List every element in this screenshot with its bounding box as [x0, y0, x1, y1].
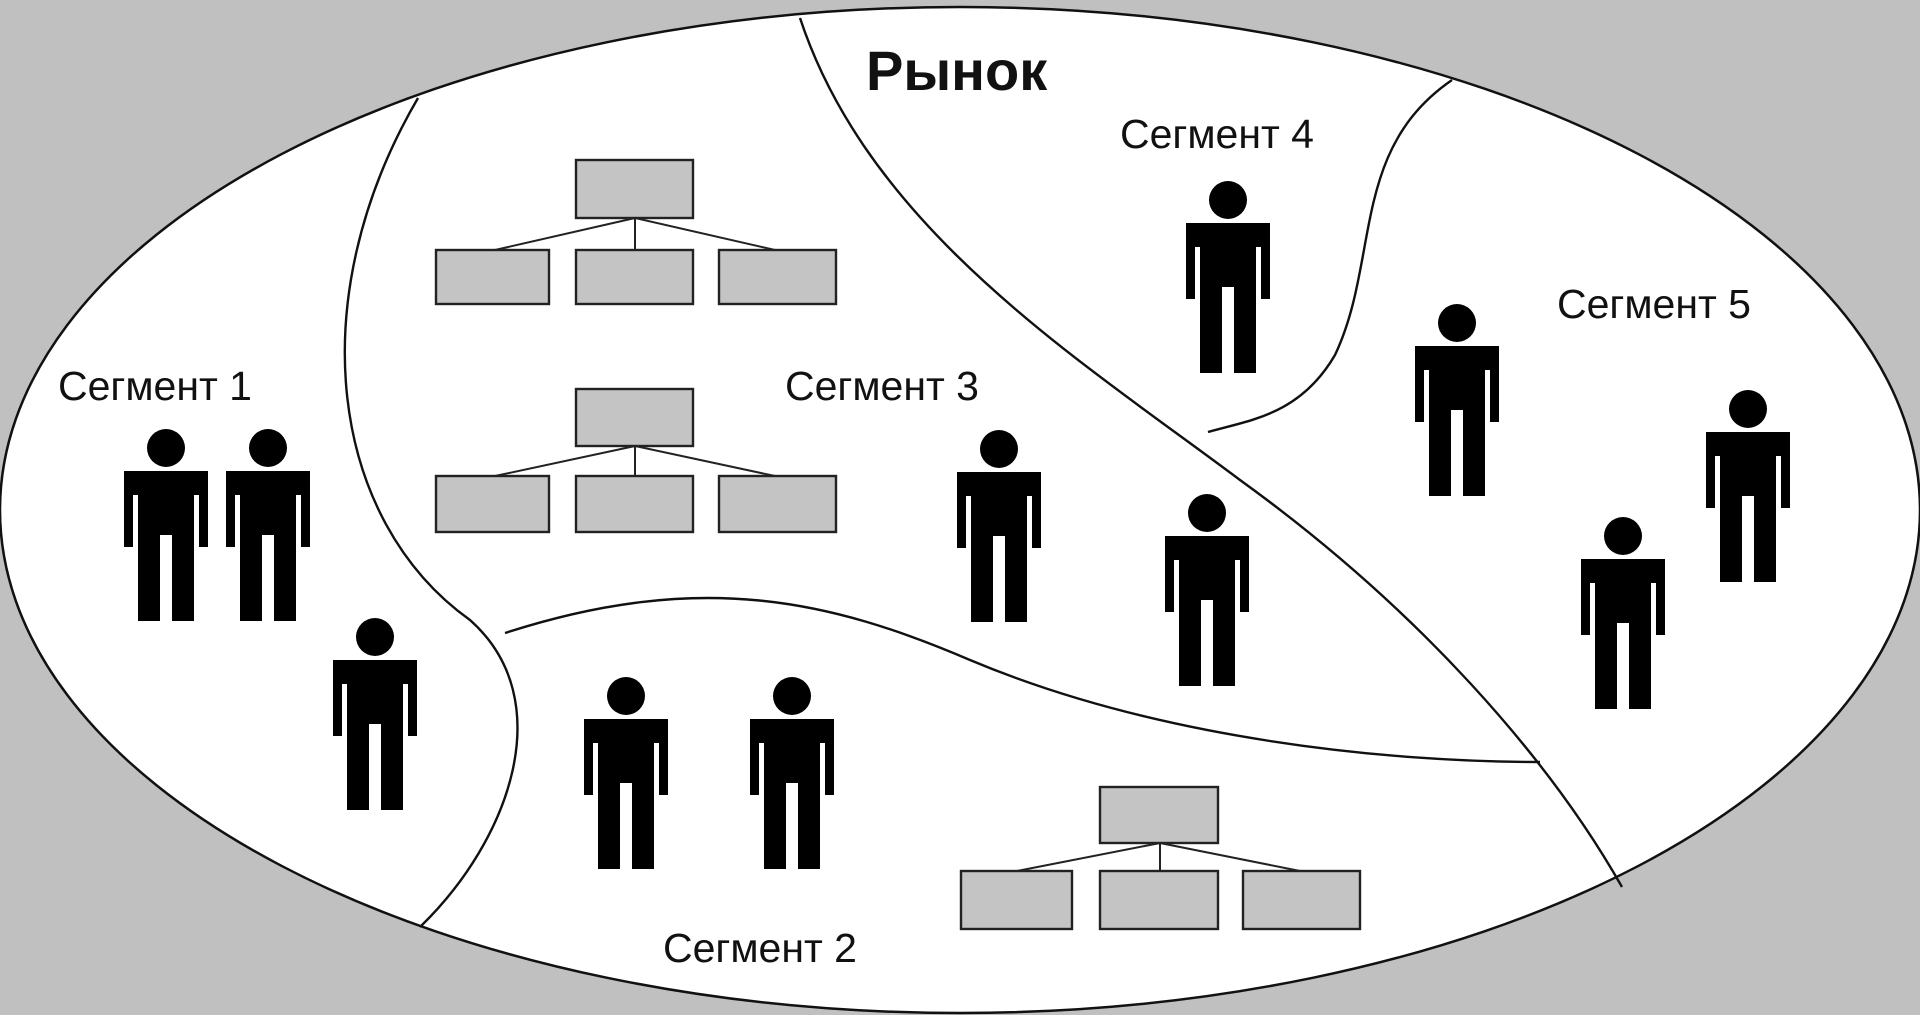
org-chart-2	[434, 387, 838, 534]
org-chart-box	[574, 158, 695, 220]
boundary-segment-1	[343, 97, 519, 928]
segment-5-label: Сегмент 5	[1557, 281, 1751, 327]
org-chart-box	[717, 474, 838, 534]
segment-2-label: Сегмент 2	[663, 925, 857, 971]
org-chart-box	[574, 248, 695, 306]
org-chart-box	[1241, 869, 1362, 931]
org-chart-1	[434, 158, 838, 306]
org-chart-box	[434, 474, 551, 534]
org-chart-box	[1098, 869, 1220, 931]
segment-1-label: Сегмент 1	[58, 363, 252, 409]
segment-3-label: Сегмент 3	[785, 363, 979, 409]
segment-4-label: Сегмент 4	[1120, 111, 1314, 157]
boundary-segment-4	[1207, 79, 1453, 434]
org-chart-box	[574, 474, 695, 534]
org-chart-box	[1098, 785, 1220, 845]
org-chart-box	[574, 387, 695, 448]
org-chart-box	[434, 248, 551, 306]
org-chart-3	[959, 785, 1362, 931]
market-title: Рынок	[866, 39, 1048, 102]
org-chart-box	[717, 248, 838, 306]
boundary-diagonal	[798, 17, 1624, 888]
org-chart-box	[959, 869, 1074, 931]
boundary-segment-2-top	[504, 596, 1541, 764]
